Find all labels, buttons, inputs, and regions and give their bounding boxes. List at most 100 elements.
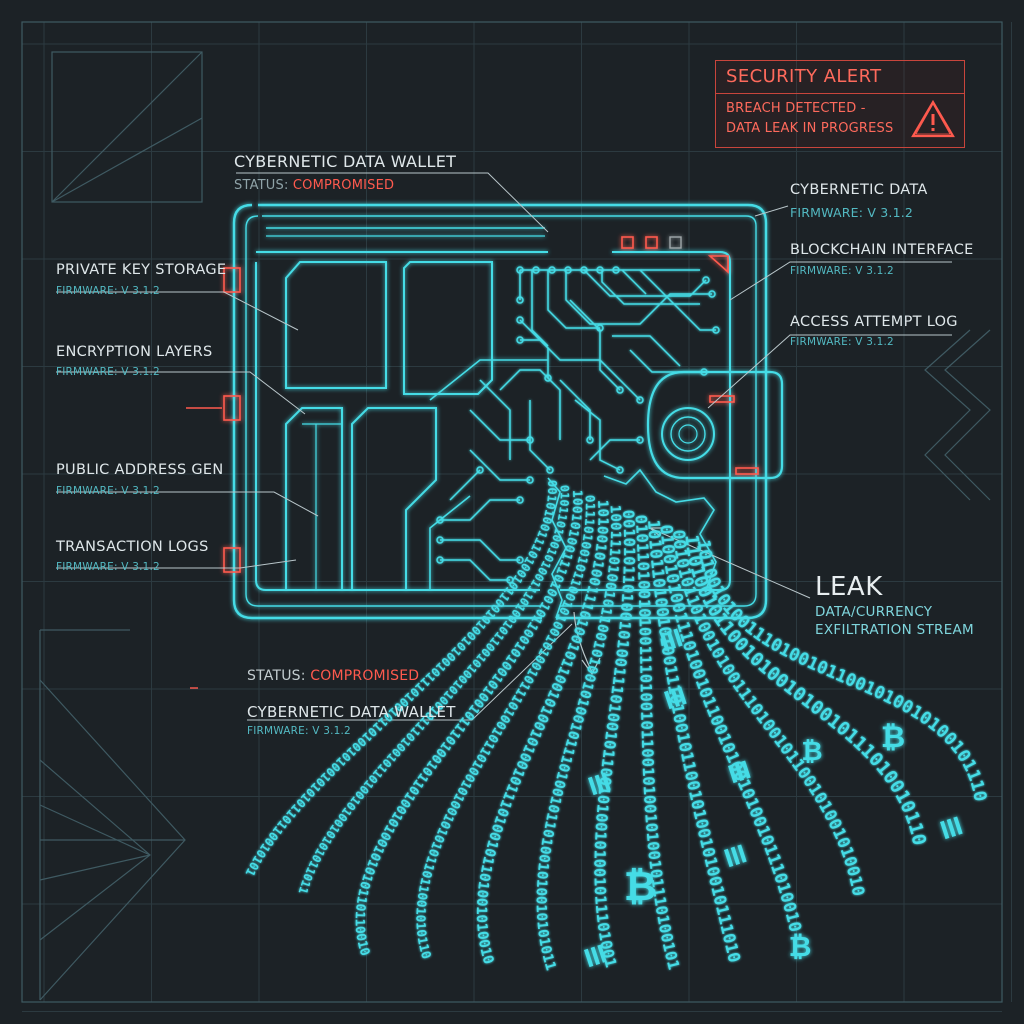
circuit-node xyxy=(516,296,524,304)
leak-arrow xyxy=(649,527,662,537)
circuit-node xyxy=(616,466,624,474)
right-label-blockchain-interface: BLOCKCHAIN INTERFACE xyxy=(790,242,974,258)
circuit-node xyxy=(516,266,524,274)
left-firmware-1: FIRMWARE: V 3.1.2 xyxy=(56,285,160,297)
circuit-trace xyxy=(589,439,640,461)
status-value: COMPROMISED xyxy=(292,178,395,193)
data-bar-glyph xyxy=(588,772,611,796)
circuit-node xyxy=(616,386,624,394)
bitcoin-icon: ₿ xyxy=(801,737,822,767)
circuit-trace xyxy=(440,499,520,521)
circuit-node xyxy=(596,324,604,332)
circuit-trace xyxy=(531,270,549,347)
left-label-private-key-storage: PRIVATE KEY STORAGE xyxy=(56,262,227,278)
circuit-trace xyxy=(621,269,647,295)
circuit-node xyxy=(636,396,644,404)
status-value-bottom: COMPROMISED xyxy=(310,668,420,684)
data-bar-glyph xyxy=(728,760,751,784)
wallet-title-bottom: CYBERNETIC DATA WALLET xyxy=(247,703,456,721)
circuit-traces xyxy=(436,266,720,584)
circuit-trace xyxy=(479,379,511,460)
circuit-node xyxy=(436,556,444,564)
right-label-cybernetic-data: CYBERNETIC DATA xyxy=(790,182,928,198)
circuit-trace xyxy=(559,379,591,440)
circuit-node xyxy=(436,516,444,524)
leak-subtitle-1: DATA/CURRENCY xyxy=(815,604,933,620)
circuit-node xyxy=(436,536,444,544)
circuit-node xyxy=(708,290,716,298)
right-firmware-2: FIRMWARE: V 3.1.2 xyxy=(790,265,894,277)
warning-triangle-icon xyxy=(911,99,955,138)
wallet-status-bottom: STATUS: COMPROMISED xyxy=(247,668,419,684)
circuit-node xyxy=(476,466,484,474)
bitcoin-icon: ₿ xyxy=(881,720,905,755)
circuit-trace xyxy=(469,409,530,441)
circuit-node xyxy=(516,336,524,344)
blueprint-grid xyxy=(22,22,1012,1012)
status-prefix-bottom: STATUS: xyxy=(247,668,311,684)
status-prefix: STATUS: xyxy=(234,178,293,193)
circuit-trace xyxy=(574,399,621,471)
wallet-firmware-bottom: FIRMWARE: V 3.1.2 xyxy=(247,725,351,737)
right-label-access-attempt-log: ACCESS ATTEMPT LOG xyxy=(790,314,958,330)
circuit-trace xyxy=(469,449,530,481)
circuit-trace xyxy=(547,270,600,329)
circuit-trace xyxy=(583,269,707,297)
binary-stream: 1010110100101001110100101100101001010010… xyxy=(0,0,744,964)
circuit-node xyxy=(532,266,540,274)
circuit-trace xyxy=(629,349,704,373)
alert-title: SECURITY ALERT xyxy=(716,61,964,94)
data-bar-glyph xyxy=(660,628,683,652)
circuit-trace xyxy=(499,369,561,440)
circuit-node xyxy=(700,368,708,376)
wallet-body xyxy=(223,203,784,620)
circuit-trace xyxy=(440,559,510,581)
circuit-node xyxy=(548,266,556,274)
alert-line-2: DATA LEAK IN PROGRESS xyxy=(726,121,894,136)
alert-line-1: BREACH DETECTED - xyxy=(726,101,866,116)
security-alert-box: SECURITY ALERT BREACH DETECTED - DATA LE… xyxy=(715,60,965,148)
circuit-node xyxy=(580,266,588,274)
circuit-trace xyxy=(529,400,551,471)
left-firmware-4: FIRMWARE: V 3.1.2 xyxy=(56,561,160,573)
circuit-node xyxy=(526,476,534,484)
circuit-trace xyxy=(639,269,716,331)
bitcoin-icon: ₿ xyxy=(789,930,812,963)
binary-stream: 1010010100111010010110010100101001011101… xyxy=(0,0,610,966)
circuit-node xyxy=(516,496,524,504)
circuit-trace xyxy=(440,539,520,561)
leak-subtitle-2: EXFILTRATION STREAM xyxy=(815,622,975,638)
circuit-node xyxy=(526,436,534,444)
circuit-node xyxy=(546,466,554,474)
circuit-node xyxy=(544,374,552,382)
data-bar-glyph xyxy=(664,686,687,710)
circuit-trace xyxy=(565,270,712,325)
data-bar-glyph xyxy=(724,844,747,868)
bitcoin-symbols: ₿₿₿₿ xyxy=(584,628,963,968)
circuit-node xyxy=(564,266,572,274)
right-firmware-3: FIRMWARE: V 3.1.2 xyxy=(790,336,894,348)
circuit-node xyxy=(516,316,524,324)
annotation-leaders xyxy=(56,172,952,721)
right-firmware-1: FIRMWARE: V 3.1.2 xyxy=(790,205,914,220)
leak-down-arrow xyxy=(573,611,601,676)
leak-title: LEAK xyxy=(815,572,883,602)
left-firmware-3: FIRMWARE: V 3.1.2 xyxy=(56,485,160,497)
circuit-trace xyxy=(569,299,621,391)
circuit-trace xyxy=(612,335,681,367)
circuit-node xyxy=(596,266,604,274)
left-label-encryption-layers: ENCRYPTION LAYERS xyxy=(56,344,213,360)
circuit-node xyxy=(712,326,720,334)
left-label-transaction-logs: TRANSACTION LOGS xyxy=(56,539,209,555)
left-firmware-2: FIRMWARE: V 3.1.2 xyxy=(56,366,160,378)
wallet-title-top: CYBERNETIC DATA WALLET xyxy=(234,152,457,171)
circuit-trace xyxy=(449,469,481,501)
left-label-public-address-gen: PUBLIC ADDRESS GEN xyxy=(56,462,224,478)
circuit-node xyxy=(702,276,710,284)
circuit-node xyxy=(636,436,644,444)
circuit-node xyxy=(516,556,524,564)
data-bar-glyph xyxy=(584,944,607,968)
circuit-trace xyxy=(520,339,641,401)
circuit-node xyxy=(506,576,514,584)
